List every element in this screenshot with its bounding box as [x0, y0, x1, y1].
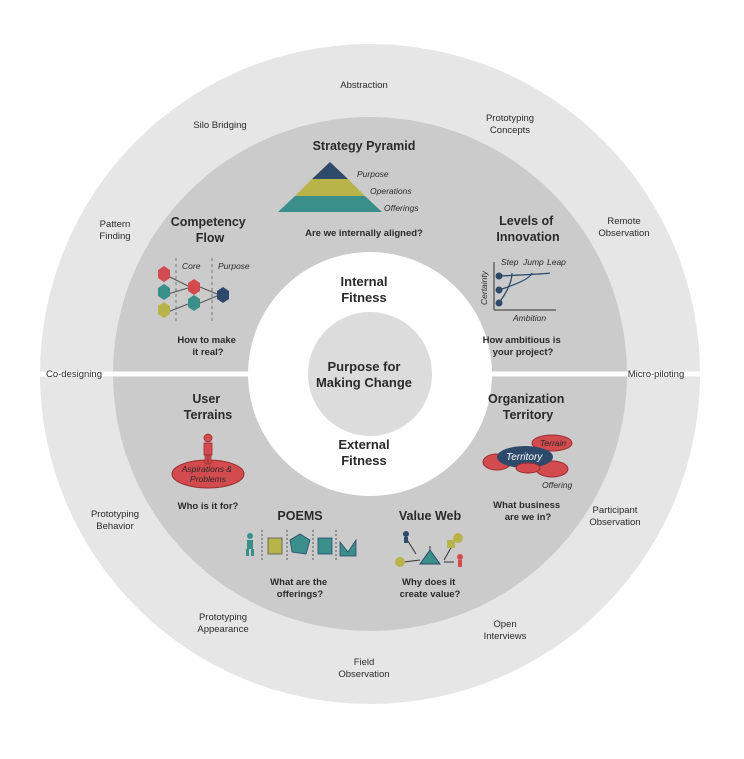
innovation-y-label: Certainty: [479, 270, 489, 305]
core-circle: [308, 312, 432, 436]
valueweb-node-olive-left: [395, 557, 405, 567]
innovation-jump-label: Jump: [522, 257, 544, 267]
innovation-step-label: Step: [501, 257, 519, 267]
org-territory-label: Territory: [506, 452, 543, 463]
pyramid-offerings-label: Offerings: [384, 203, 419, 213]
innovation-question: How ambitious is your project?: [483, 335, 564, 358]
valueweb-node-square: [447, 540, 455, 548]
competency-core-label: Core: [182, 261, 201, 271]
innovation-x-label: Ambition: [512, 313, 546, 323]
pyramid-operations-label: Operations: [370, 186, 412, 196]
competency-question: How to make it real?: [177, 335, 238, 358]
competency-title: Competency Flow: [171, 215, 250, 245]
org-offering-label: Offering: [542, 480, 573, 490]
org-territory-ellipse: [497, 446, 553, 468]
poems-message-icon: [317, 537, 333, 555]
competency-hex-red-2: [188, 279, 200, 295]
pyramid-top: [312, 162, 348, 179]
valueweb-node-olive-right: [453, 533, 463, 543]
poems-person-icon: [246, 533, 254, 556]
competency-hex-navy: [217, 287, 229, 303]
poems-object-icon: [267, 537, 283, 555]
valueweb-center-triangle: [419, 549, 441, 565]
valueweb-question: Why does it create value?: [400, 577, 461, 600]
competency-purpose-label: Purpose: [218, 261, 250, 271]
org-question: What business are we in?: [493, 500, 563, 523]
outer-label-silo-bridging: Silo Bridging: [193, 120, 246, 131]
users-ellipse-label: Aspirations & Problems: [181, 464, 234, 484]
section-user-terrains: User Terrains Aspirations & Problems Who…: [171, 392, 245, 512]
poems-question: What are the offerings?: [270, 577, 330, 600]
pyramid-middle: [295, 179, 365, 196]
users-title: User Terrains: [184, 392, 232, 422]
strategy-title: Strategy Pyramid: [313, 139, 416, 153]
innovation-title: Levels of Innovation: [496, 214, 559, 244]
valueweb-person-red: [457, 554, 463, 567]
innovation-dot-1: [495, 272, 503, 280]
innovation-dot-3: [495, 299, 503, 307]
section-organization-territory: Organization Territory Terrain Territory…: [482, 392, 573, 523]
valueweb-title: Value Web: [399, 509, 462, 523]
competency-hex-teal-1: [158, 284, 170, 300]
user-person-icon: [203, 433, 213, 465]
org-title: Organization Territory: [488, 392, 568, 422]
section-poems: POEMS What are the offerings?: [246, 509, 357, 600]
competency-hex-olive-1: [158, 302, 170, 318]
org-terrain-label: Terrain: [540, 438, 566, 448]
pyramid-purpose-label: Purpose: [357, 169, 389, 179]
outer-label-co-designing: Co-designing: [46, 369, 102, 380]
section-value-web: Value Web Why does it create value?: [395, 509, 463, 600]
poems-service-icon: [339, 538, 357, 557]
valueweb-person-navy: [403, 531, 409, 543]
innovation-dot-2: [495, 286, 503, 294]
outer-label-abstraction: Abstraction: [340, 80, 388, 91]
competency-links: [167, 275, 218, 313]
poems-environment-icon: [289, 533, 311, 555]
innovation-leap-label: Leap: [547, 257, 566, 267]
org-offering-ellipse: [515, 462, 541, 474]
competency-hex-teal-2: [188, 295, 200, 311]
poems-title: POEMS: [277, 509, 322, 523]
users-question: Who is it for?: [178, 501, 239, 512]
section-competency-flow: Competency Flow Core Purpose How to make…: [158, 215, 250, 358]
strategy-question: Are we internally aligned?: [305, 228, 423, 239]
pyramid-bottom: [278, 196, 382, 212]
outer-label-micro-piloting: Micro-piloting: [628, 369, 685, 380]
section-levels-of-innovation: Levels of Innovation Certainty Ambition …: [479, 214, 566, 358]
users-terrain-ellipse: [171, 459, 245, 489]
section-strategy-pyramid: Strategy Pyramid Purpose Operations Offe…: [278, 139, 423, 239]
org-terrain-1: [531, 434, 573, 452]
innovation-curve-leap: [498, 272, 551, 277]
competency-hex-red-1: [158, 266, 170, 282]
